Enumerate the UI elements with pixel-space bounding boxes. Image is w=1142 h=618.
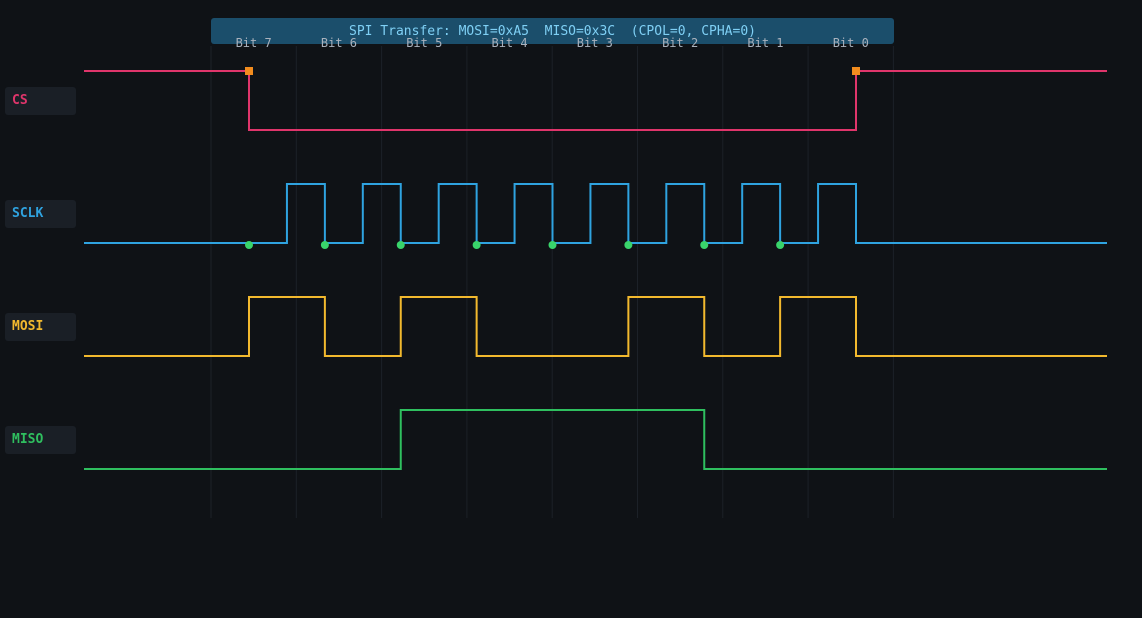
edge-markers bbox=[245, 67, 860, 249]
bit-label: Bit 1 bbox=[747, 36, 784, 50]
bit-label: Bit 4 bbox=[491, 36, 528, 50]
signal-label-cs: CS bbox=[5, 87, 76, 115]
sample-point-marker bbox=[548, 241, 557, 249]
bit-label: Bit 0 bbox=[832, 36, 869, 50]
signal-label-mosi: MOSI bbox=[5, 313, 76, 341]
sample-point-marker bbox=[245, 241, 253, 249]
sample-point-marker bbox=[700, 241, 709, 249]
sample-point-marker bbox=[472, 241, 481, 249]
trace-cs bbox=[84, 70, 1107, 131]
signal-traces bbox=[84, 70, 1107, 470]
sample-point-marker bbox=[320, 241, 329, 249]
bit-grid-lines bbox=[210, 46, 894, 518]
bit-label: Bit 3 bbox=[576, 36, 613, 50]
bit-label: Bit 7 bbox=[235, 36, 272, 50]
bit-label: Bit 2 bbox=[662, 36, 699, 50]
signal-label-sclk: SCLK bbox=[5, 200, 76, 228]
sample-point-marker bbox=[776, 241, 785, 249]
trace-miso bbox=[84, 409, 1107, 470]
trace-mosi bbox=[84, 296, 1107, 357]
bit-label: Bit 5 bbox=[406, 36, 443, 50]
bit-label: Bit 6 bbox=[320, 36, 357, 50]
trace-sclk bbox=[84, 183, 1107, 244]
signal-label-miso: MISO bbox=[5, 426, 76, 454]
cs-edge-marker bbox=[245, 67, 253, 75]
sample-point-marker bbox=[396, 241, 405, 249]
diagram-title: SPI Transfer: MOSI=0xA5 MISO=0x3C (CPOL=… bbox=[211, 18, 894, 44]
cs-edge-marker bbox=[852, 67, 860, 75]
sample-point-marker bbox=[624, 241, 633, 249]
